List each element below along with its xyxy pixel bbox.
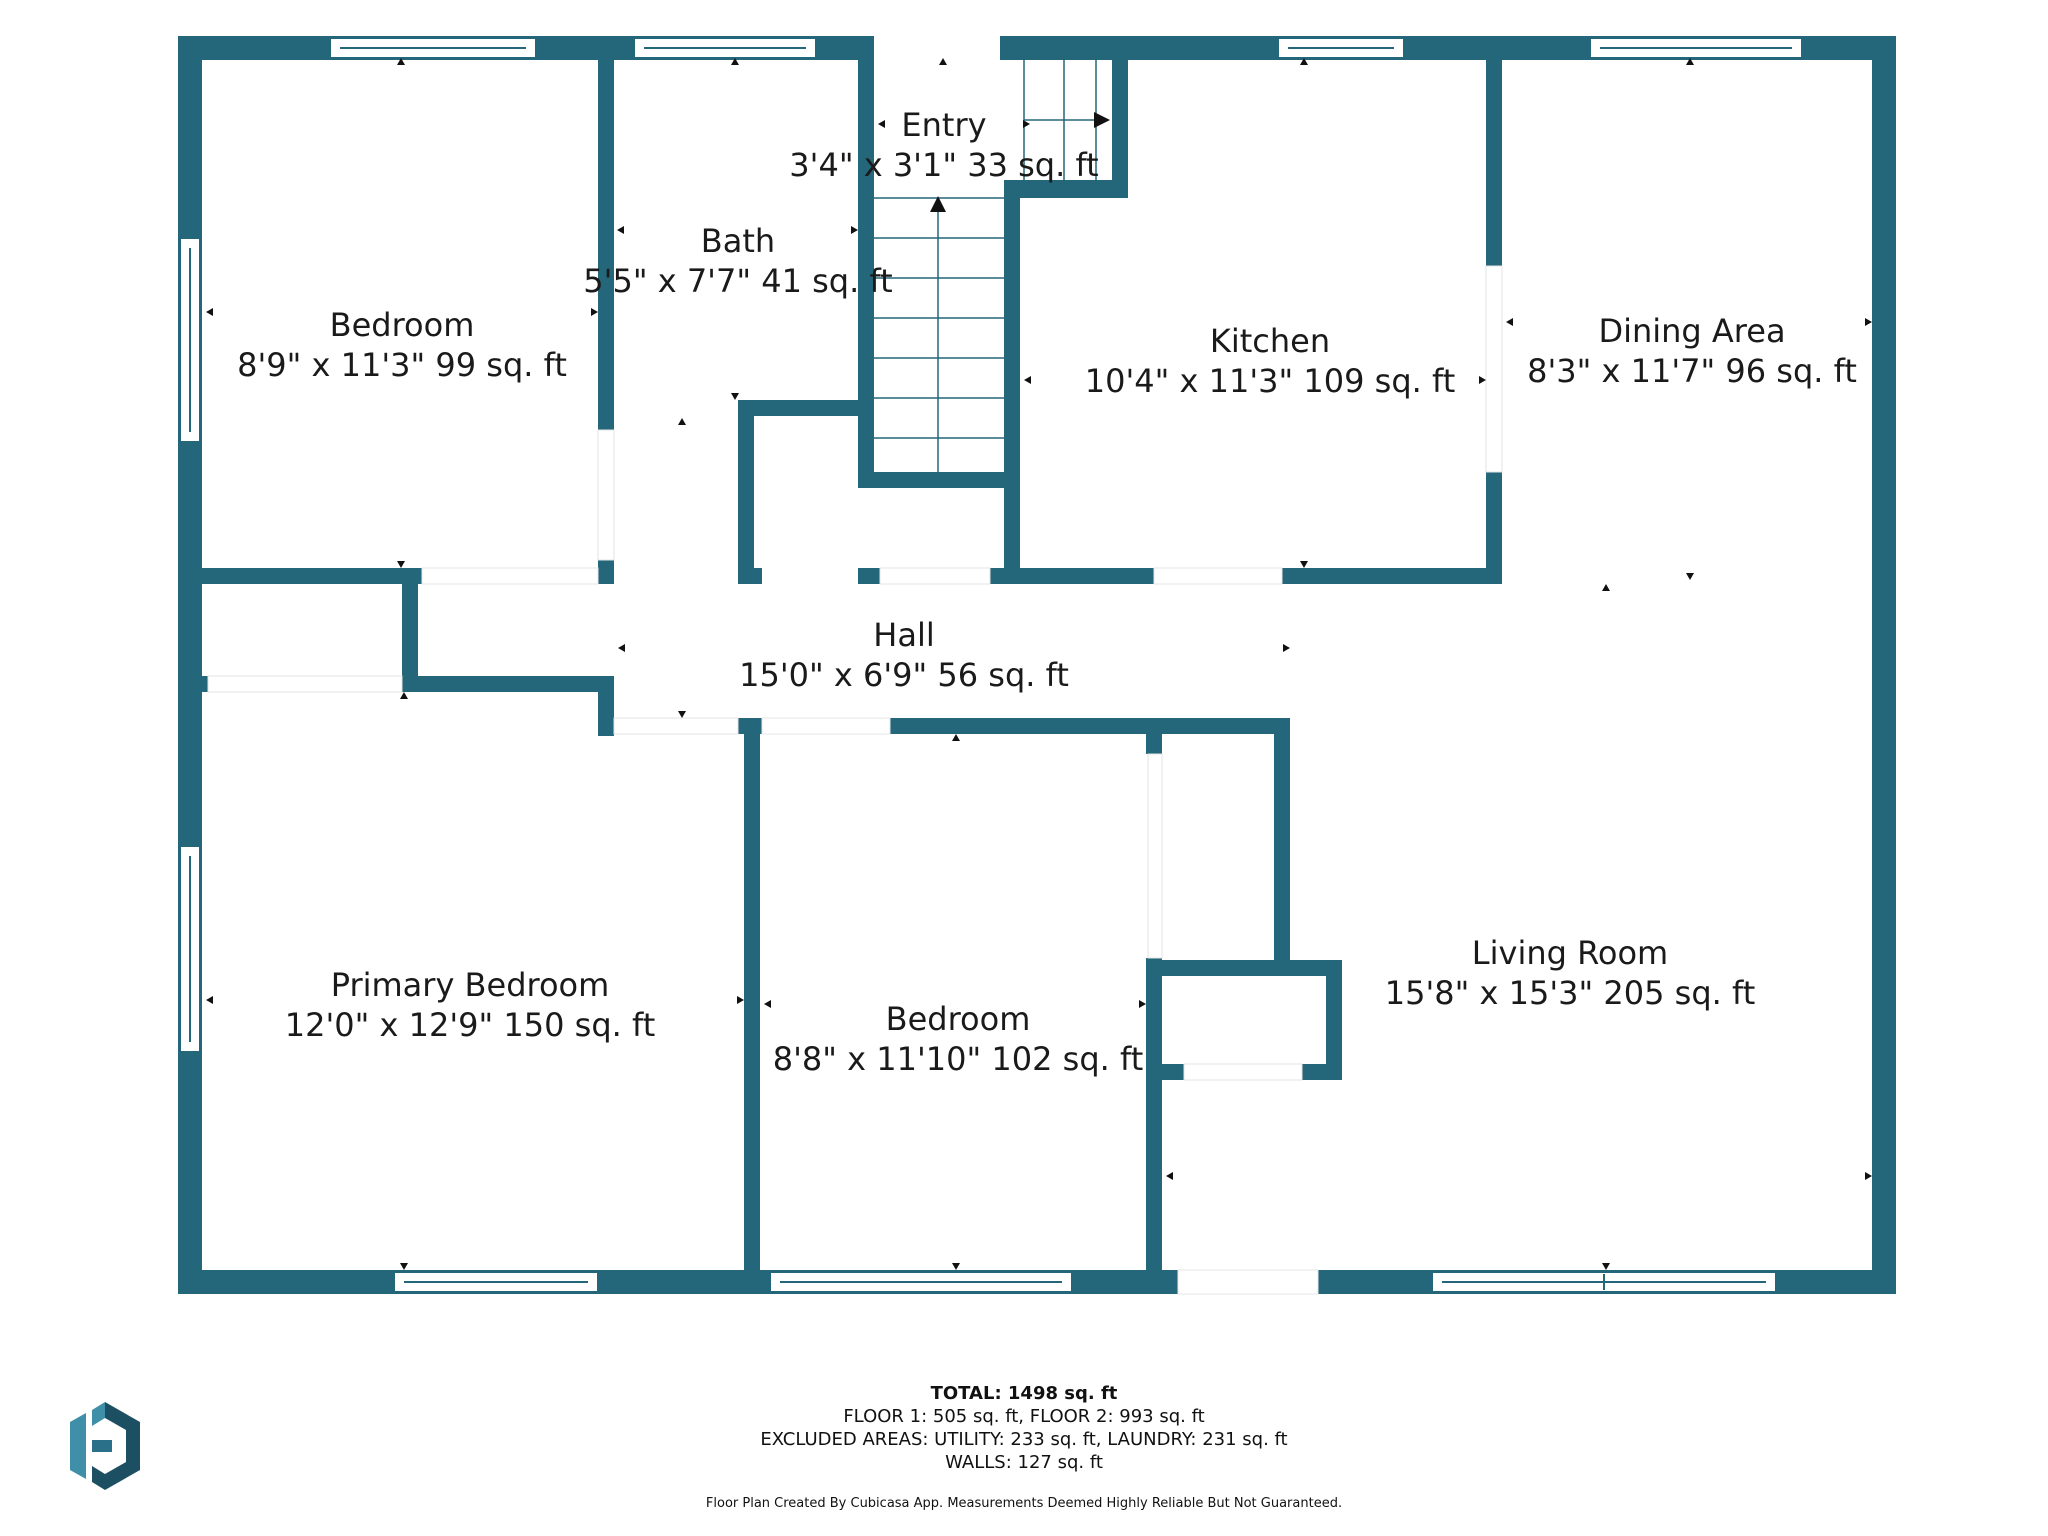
kitchen-door-opening bbox=[1153, 567, 1283, 585]
front-door-opening bbox=[1177, 1269, 1319, 1295]
room-kitchen: Kitchen 10'4" x 11'3" 109 sq. ft bbox=[1085, 322, 1455, 400]
room-name: Kitchen bbox=[1210, 322, 1330, 360]
room-bedroom-1: Bedroom 8'9" x 11'3" 99 sq. ft bbox=[237, 306, 567, 384]
room-primary-bedroom: Primary Bedroom 12'0" x 12'9" 150 sq. ft bbox=[285, 966, 655, 1044]
area-summary: TOTAL: 1498 sq. ft FLOOR 1: 505 sq. ft, … bbox=[0, 1382, 2048, 1474]
room-living-room: Living Room 15'8" x 15'3" 205 sq. ft bbox=[1385, 934, 1755, 1012]
room-dimensions: 8'3" x 11'7" 96 sq. ft bbox=[1527, 352, 1857, 390]
room-name: Bath bbox=[701, 222, 775, 260]
room-name: Bedroom bbox=[886, 1000, 1031, 1038]
room-name: Hall bbox=[873, 616, 934, 654]
room-dimensions: 8'9" x 11'3" 99 sq. ft bbox=[237, 346, 567, 384]
room-dimensions: 15'0" x 6'9" 56 sq. ft bbox=[739, 656, 1069, 694]
room-dimensions: 3'4" x 3'1" 33 sq. ft bbox=[789, 146, 1098, 184]
credit-note: Floor Plan Created By Cubicasa App. Meas… bbox=[705, 1496, 1343, 1511]
dimension-markers bbox=[206, 58, 1872, 1270]
room-dimensions: 12'0" x 12'9" 150 sq. ft bbox=[285, 1006, 655, 1044]
room-dimensions: 8'8" x 11'10" 102 sq. ft bbox=[773, 1040, 1143, 1078]
room-dimensions: 15'8" x 15'3" 205 sq. ft bbox=[1385, 974, 1755, 1012]
bedroom-2-door-opening bbox=[761, 717, 891, 735]
excluded-areas: EXCLUDED AREAS: UTILITY: 233 sq. ft, LAU… bbox=[760, 1429, 1288, 1450]
room-dimensions: 10'4" x 11'3" 109 sq. ft bbox=[1085, 362, 1455, 400]
room-dimensions: 5'5" x 7'7" 41 sq. ft bbox=[583, 262, 892, 300]
room-entry: Entry 3'4" x 3'1" 33 sq. ft bbox=[789, 106, 1098, 184]
room-hall: Hall 15'0" x 6'9" 56 sq. ft bbox=[739, 616, 1069, 694]
room-name: Bedroom bbox=[330, 306, 475, 344]
openings bbox=[207, 265, 1503, 1081]
windows bbox=[179, 37, 1803, 1293]
wall-area: WALLS: 127 sq. ft bbox=[945, 1452, 1103, 1473]
room-dining-area: Dining Area 8'3" x 11'7" 96 sq. ft bbox=[1527, 312, 1857, 390]
bedroom-door-opening bbox=[421, 567, 599, 585]
room-bath: Bath 5'5" x 7'7" 41 sq. ft bbox=[583, 222, 892, 300]
room-name: Primary Bedroom bbox=[331, 966, 610, 1004]
room-bedroom-2: Bedroom 8'8" x 11'10" 102 sq. ft bbox=[773, 1000, 1143, 1078]
entry-door-opening bbox=[874, 36, 1000, 60]
staircase bbox=[874, 60, 1110, 472]
total-area: TOTAL: 1498 sq. ft bbox=[930, 1383, 1118, 1404]
room-name: Living Room bbox=[1472, 934, 1668, 972]
cubicasa-logo-icon bbox=[70, 1402, 140, 1490]
floor-plan: Bedroom 8'9" x 11'3" 99 sq. ft Bath 5'5"… bbox=[178, 36, 1896, 1295]
room-name: Entry bbox=[901, 106, 986, 144]
room-name: Dining Area bbox=[1598, 312, 1785, 350]
floor-areas: FLOOR 1: 505 sq. ft, FLOOR 2: 993 sq. ft bbox=[843, 1406, 1205, 1427]
interior-walls bbox=[178, 60, 1502, 1278]
